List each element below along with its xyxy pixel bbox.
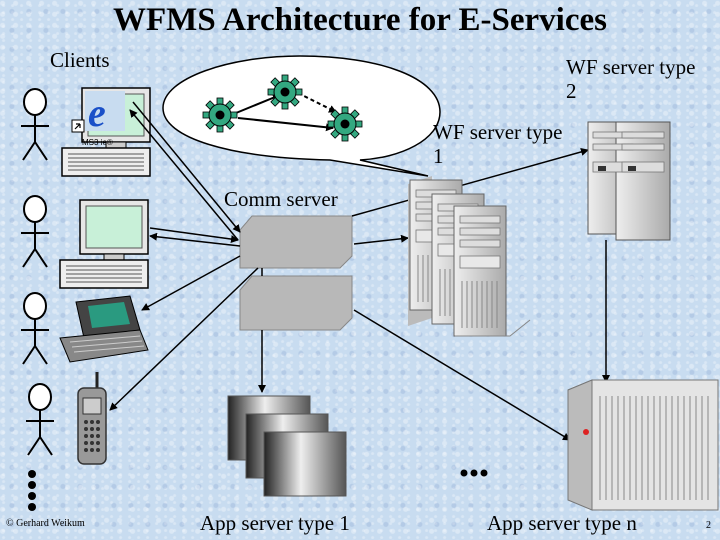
desktop-computer-icon xyxy=(59,199,149,289)
stick-figure-icon xyxy=(20,195,50,268)
stick-figure-icon xyxy=(20,88,50,161)
internet-explorer-icon: e xyxy=(71,90,125,135)
mobile-phone-icon xyxy=(77,372,107,465)
gear-icon xyxy=(327,106,363,142)
connection-arrows xyxy=(109,101,610,441)
wf-server-type2-label: WF server type 2 xyxy=(566,55,696,103)
stick-figure-icon xyxy=(20,292,50,365)
workflow-arrows xyxy=(235,92,337,132)
wf-server-type1-label: WF server type 1 xyxy=(433,120,563,168)
wf-server-type2-cluster xyxy=(587,121,671,241)
laptop-icon xyxy=(59,295,149,363)
tower-server-icon xyxy=(453,205,507,337)
app-server-type1-stack xyxy=(227,395,347,497)
more-app-servers-dots xyxy=(460,469,488,477)
clients-label: Clients xyxy=(50,48,110,72)
stick-figure-icon xyxy=(25,383,55,456)
gear-icon xyxy=(202,97,238,133)
page-title: WFMS Architecture for E-Services xyxy=(113,2,607,38)
rack-server-icon xyxy=(567,379,719,511)
comm-server-label: Comm server xyxy=(224,187,338,211)
app-server-type1-label: App server type 1 xyxy=(200,511,350,535)
copyright-label: © Gerhard Weikum xyxy=(6,518,85,529)
more-clients-dots xyxy=(28,470,36,511)
ie-caption: MS3 ie® xyxy=(82,138,113,147)
page-number: 2 xyxy=(706,520,711,531)
app-server-typen-label: App server type n xyxy=(487,511,637,535)
svg-text:e: e xyxy=(88,90,106,135)
workflow-bubble xyxy=(162,55,441,177)
wf-server-type1-cluster xyxy=(408,176,531,337)
gear-icon xyxy=(267,74,303,110)
comm-server-box xyxy=(239,215,353,331)
